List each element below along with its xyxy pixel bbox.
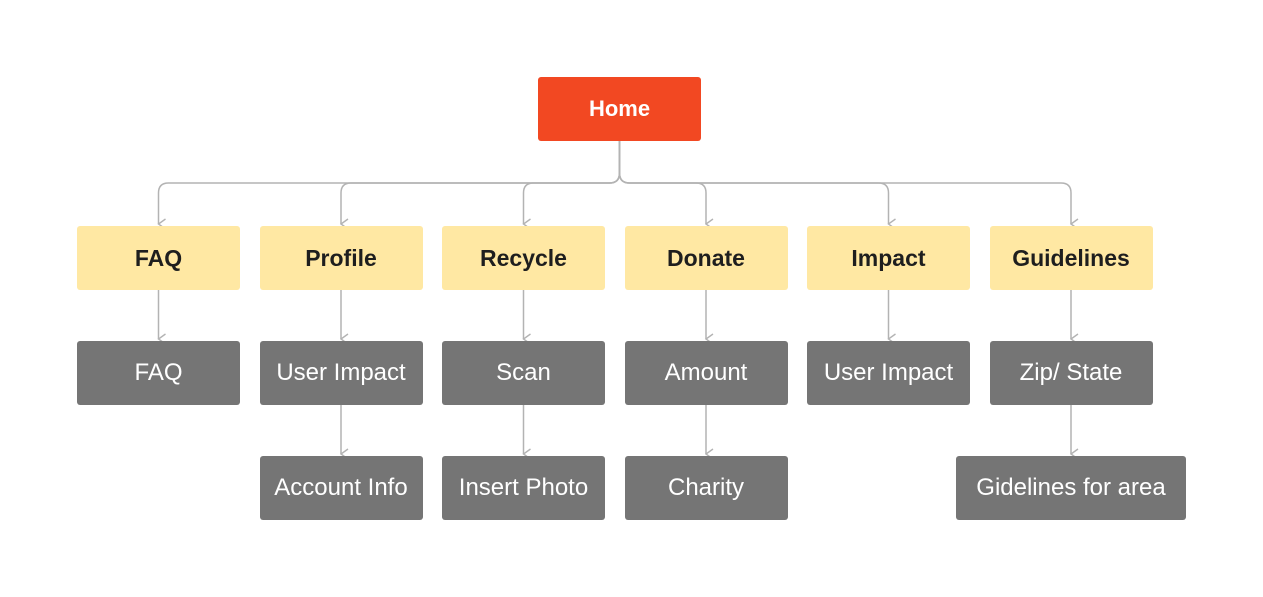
node-guidelines: Guidelines	[989, 226, 1153, 290]
node-zip-state: Zip/ State	[989, 341, 1153, 405]
node-scan: Scan	[442, 341, 605, 405]
node-guidelines-for-area: Gidelines for area	[956, 456, 1186, 520]
node-recycle: Recycle	[442, 226, 605, 290]
node-profile-user-impact: User Impact	[259, 341, 423, 405]
node-account-info: Account Info	[259, 456, 423, 520]
node-insert-photo: Insert Photo	[442, 456, 605, 520]
connector-home-to-guidelines	[618, 141, 1072, 224]
node-impact-user-impact: User Impact	[807, 341, 970, 405]
node-home: Home	[538, 77, 701, 141]
connector-home-to-recycle	[524, 141, 621, 224]
node-charity: Charity	[624, 456, 788, 520]
node-impact: Impact	[807, 226, 970, 290]
node-amount: Amount	[624, 341, 788, 405]
node-profile: Profile	[259, 226, 423, 290]
node-donate: Donate	[624, 226, 788, 290]
node-faq: FAQ	[77, 226, 240, 290]
node-faq-leaf: FAQ	[77, 341, 240, 405]
